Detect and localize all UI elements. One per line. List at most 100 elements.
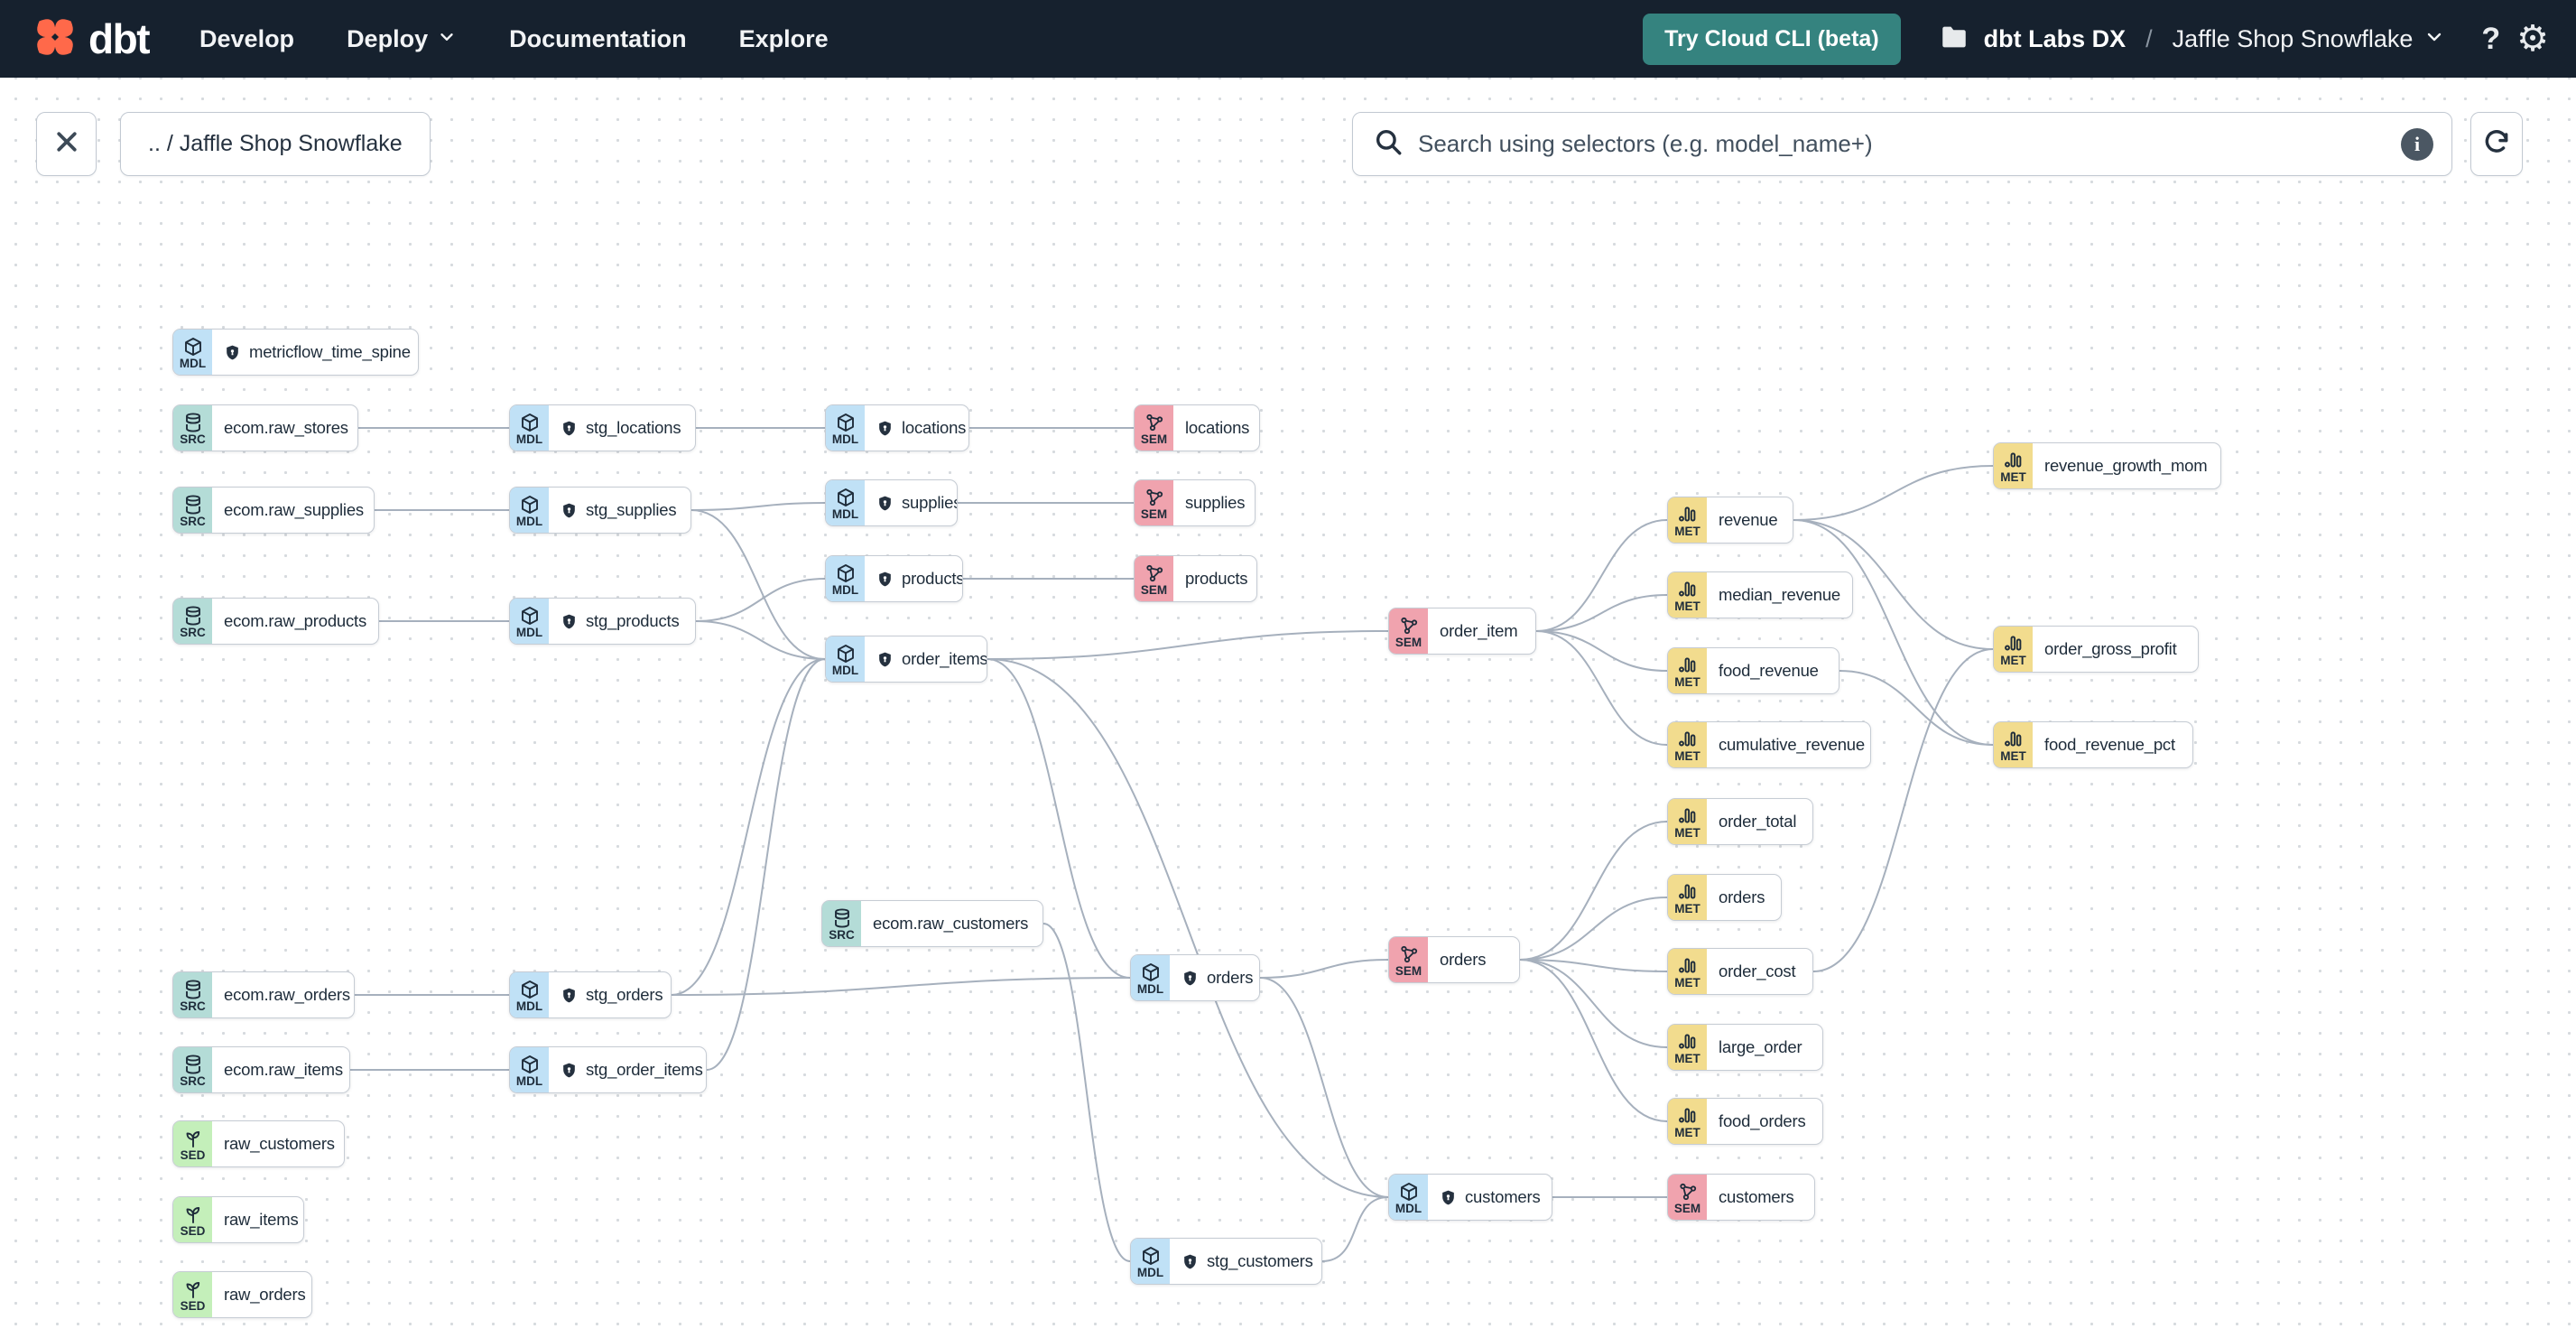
- node-label: locations: [902, 418, 967, 437]
- node-type-badge: MDL: [510, 405, 549, 451]
- metric-icon: [1677, 1032, 1699, 1052]
- node-label: ecom.raw_items: [224, 1060, 343, 1079]
- edge-order_items-customers_m: [987, 658, 1389, 1198]
- node-type-badge: SRC: [822, 901, 861, 946]
- node-type-label: SEM: [1395, 635, 1422, 649]
- nav-item-develop[interactable]: Develop: [199, 24, 295, 52]
- close-button[interactable]: [36, 112, 97, 176]
- cube-icon: [519, 495, 541, 515]
- node-type-badge: MDL: [1389, 1175, 1428, 1220]
- node-label: ecom.raw_products: [224, 611, 367, 630]
- try-cloud-cli-button[interactable]: Try Cloud CLI (beta): [1643, 13, 1901, 65]
- metric-icon: [1677, 655, 1699, 675]
- search-input[interactable]: [1418, 130, 2386, 158]
- semantic-icon: [1144, 563, 1165, 583]
- database-icon: [182, 606, 204, 626]
- dbt-logo[interactable]: dbt: [0, 13, 180, 66]
- shield-icon: [561, 502, 578, 519]
- node-type-badge: MDL: [826, 556, 865, 601]
- node-type-label: MDL: [1136, 981, 1164, 996]
- node-type-badge: SRC: [173, 405, 212, 451]
- nav-item-explore[interactable]: Explore: [738, 24, 829, 52]
- node-type-badge: MET: [1668, 1099, 1707, 1144]
- edge-stg_supplies-order_items: [690, 509, 826, 660]
- node-type-badge: SRC: [173, 1047, 212, 1092]
- node-type-label: MDL: [1395, 1201, 1422, 1215]
- node-label: order_items: [902, 649, 987, 668]
- help-icon[interactable]: ?: [2481, 21, 2501, 56]
- graph-node-raw_items_src[interactable]: SRC ecom.raw_items: [172, 1046, 350, 1093]
- node-type-label: MET: [1674, 1125, 1700, 1139]
- node-label: stg_orders: [586, 985, 663, 1004]
- nav-item-deploy[interactable]: Deploy: [347, 25, 457, 53]
- node-label: ecom.raw_stores: [224, 418, 348, 437]
- node-label: raw_items: [224, 1210, 299, 1229]
- dbt-logo-icon: [31, 13, 79, 66]
- graph-node-raw_stores[interactable]: SRC ecom.raw_stores: [172, 404, 358, 451]
- nav-item-documentation[interactable]: Documentation: [509, 24, 687, 52]
- node-label: products: [1185, 569, 1248, 588]
- node-label: customers: [1465, 1187, 1541, 1206]
- graph-node-customers_m[interactable]: MDL customers: [1388, 1174, 1552, 1221]
- metric-icon: [2003, 729, 2025, 749]
- edge-orders_s-orders_met: [1519, 897, 1668, 961]
- metric-icon: [1677, 882, 1699, 902]
- graph-node-stg_locations[interactable]: MDL stg_locations: [509, 404, 696, 451]
- edge-order_item_s-food_revenue: [1535, 630, 1668, 672]
- gear-icon[interactable]: ⚙: [2516, 19, 2549, 59]
- metric-icon: [2003, 451, 2025, 470]
- account-name[interactable]: dbt Labs DX: [1983, 24, 2127, 52]
- info-icon[interactable]: i: [2401, 127, 2433, 161]
- edge-stg_orders-orders_m: [671, 977, 1131, 996]
- breadcrumb[interactable]: .. / Jaffle Shop Snowflake: [120, 112, 431, 176]
- node-label: stg_locations: [586, 418, 681, 437]
- project-selector[interactable]: Jaffle Shop Snowflake: [2173, 25, 2446, 53]
- cube-icon: [1140, 1246, 1162, 1266]
- shield-icon: [1181, 970, 1199, 987]
- edge-orders_m-customers_m: [1259, 977, 1389, 1198]
- node-type-label: SRC: [180, 999, 206, 1013]
- node-type-label: MDL: [515, 1073, 543, 1088]
- node-type-label: SED: [180, 1223, 206, 1238]
- node-label: supplies: [1185, 493, 1246, 512]
- refresh-button[interactable]: [2470, 112, 2523, 176]
- graph-node-seed_raw_items[interactable]: SED raw_items: [172, 1196, 304, 1243]
- node-type-label: MET: [1674, 748, 1700, 763]
